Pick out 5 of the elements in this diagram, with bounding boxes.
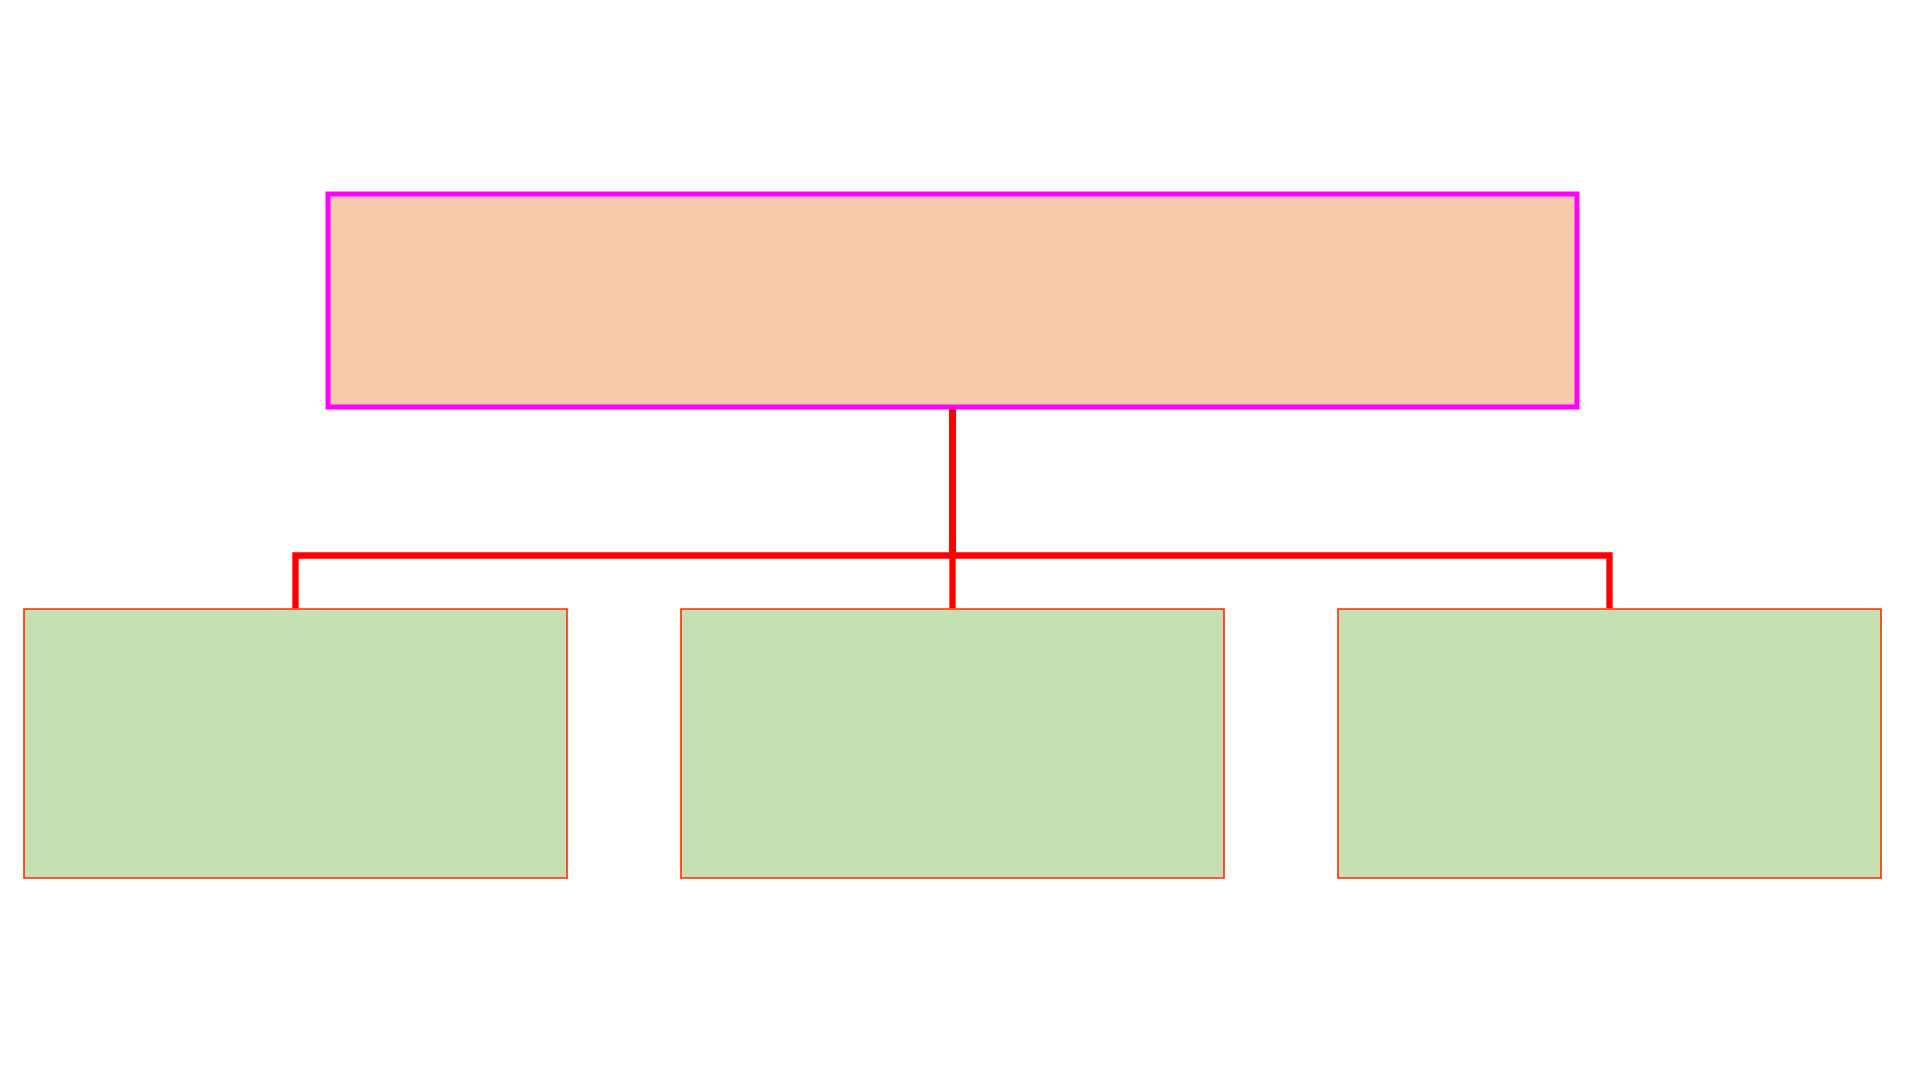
- process-box: [1337, 608, 1882, 879]
- process-box: [325, 191, 1580, 410]
- process-box: [680, 608, 1225, 879]
- connector-line: [949, 409, 1613, 609]
- process-box: [23, 608, 568, 879]
